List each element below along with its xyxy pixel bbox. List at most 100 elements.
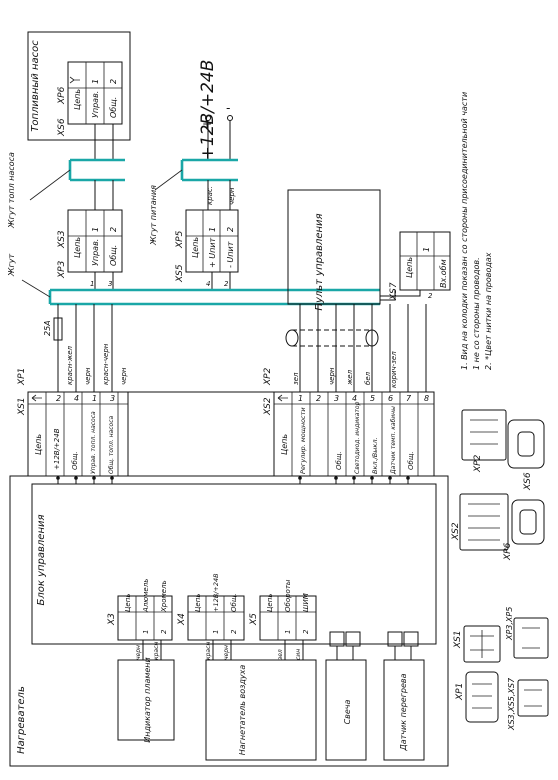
xp5-header: Цепь (191, 237, 200, 258)
xp3-name-2: Общ. (109, 245, 118, 266)
xp6-label: XP6 (57, 86, 67, 105)
xs1-name-4: Общ. топл. насоса (108, 416, 115, 474)
pump-pin-1: 1 (91, 79, 100, 84)
connector-views: XP2 XS6 XS2 XP6 XS1 XP3,XP5 XP1 XS3,XS5,… (451, 409, 549, 731)
notes: 1. Вид на колодки показан со стороны при… (460, 92, 493, 370)
glow-plug-label: Свеча (343, 699, 352, 724)
xp3-xp5-view-label: XP3,XP5 (505, 607, 514, 641)
xs5-label: XS5 (175, 264, 185, 283)
control-unit-box (31, 483, 437, 645)
xs1-wire-color-4: черн (120, 367, 128, 385)
xp1-view (465, 671, 499, 723)
minus-terminal (227, 115, 233, 121)
xs1-view-label: XS1 (453, 630, 463, 649)
xs1-wire-color-2: черн (84, 367, 92, 385)
x4-header: Цепь (194, 594, 202, 612)
x4-label: X4 (177, 613, 187, 626)
xs3-label: XS3 (57, 230, 67, 249)
xp5-color-1: крас. (206, 186, 214, 205)
xs2-view (459, 493, 509, 551)
xp3-xp5-view (513, 617, 549, 659)
x4-name-1: +12В/+24В (212, 573, 220, 612)
xp5-name-1: + Uпит (208, 237, 217, 268)
overheat-sensor-label: Датчик перегрева (399, 673, 408, 751)
xs6-view (507, 419, 545, 469)
fuel-pump-box (27, 31, 131, 141)
xp5-connector: Жгут питания XS5 XP5 Цепь 1 + Uпит 2 - U… (149, 158, 239, 290)
blower-label: Нагнетатель воздуха (238, 665, 247, 756)
xs2-pin-6: 6 (388, 394, 393, 403)
xs2-name-1: Регулир. мощности (299, 407, 307, 474)
xp2-view-label: XP2 (473, 454, 483, 473)
xs7-table (399, 231, 451, 291)
xs2-name-5: Вкл./Выкл. (371, 437, 379, 474)
pump-name-1: Управ. (91, 91, 100, 118)
xs2-pin-8: 8 (424, 394, 429, 403)
x5-table (259, 595, 317, 641)
supply-minus-label: - (226, 101, 230, 115)
xs1-wire-color-1: красн-жел (66, 345, 74, 385)
pump-harness-label: Жгут топл насоса (7, 152, 16, 229)
note-2: 2. *Цвет нитки на проводах (484, 252, 493, 370)
xp5-label: XP5 (175, 230, 185, 249)
x5-header: Цепь (266, 594, 274, 612)
x4-name-2: Общ. (230, 593, 238, 612)
heater-title: Нагреватель (16, 686, 27, 754)
xp5-wire-4: 4 (206, 280, 210, 288)
xs3-xs5-xs7-view-label: XS3,XS5,XS7 (507, 677, 516, 731)
xs1-name-1: +12В/+24В (53, 428, 61, 470)
pump-harness: Жгут топл насоса (7, 124, 125, 229)
xp5-pin-1: 1 (208, 227, 217, 232)
xs2-color-4: жел (346, 369, 354, 386)
xs2-header: Цепь (280, 434, 289, 455)
shield-left (285, 329, 299, 347)
x4-color-2: черн (223, 645, 230, 660)
shield-right (365, 329, 379, 347)
xp3-wire-1: 1 (90, 280, 94, 288)
heater-box (9, 475, 449, 767)
x5-color-1: зел (277, 649, 284, 660)
xs2-pin-1: 1 (298, 394, 303, 403)
x4-pin-1: 1 (212, 630, 220, 634)
xs2-color-5: бел (364, 371, 372, 385)
xs1-name-2: Общ. (71, 451, 79, 470)
xp1-view-label: XP1 (455, 683, 465, 701)
xs7-name-1: Вх.обм (439, 259, 448, 288)
x5-color-2: син (295, 649, 302, 660)
xs6-label: XS6 (57, 118, 67, 137)
xs1-header: Цепь (34, 434, 43, 455)
supply-voltage-label: +12В/+24В (198, 60, 218, 161)
fuse-25a (53, 317, 63, 341)
x3-pin-2: 2 (160, 629, 168, 634)
x4-table (187, 595, 245, 641)
xs2-color-1: зел (292, 372, 300, 385)
x3-pin-1: 1 (142, 630, 150, 634)
main-harness-label: Жгут (7, 254, 16, 278)
xs2-view-label: XS2 (451, 522, 461, 541)
x3-table (117, 595, 173, 641)
note-1: 1. Вид на колодки показан со стороны при… (460, 92, 469, 370)
xs1-pin-1: 2 (56, 394, 61, 403)
xs1-view (463, 625, 501, 663)
xp3-pin-2: 2 (109, 227, 118, 232)
x4-color-1: красн (205, 642, 212, 660)
xs2-name-4: Светодиод. индикатор (354, 401, 361, 474)
overheat-sensor-box (383, 659, 425, 761)
xp5-pin-2: 2 (226, 227, 235, 232)
xs7-header: Цепь (405, 257, 414, 278)
control-panel: Пульт управления (285, 189, 427, 392)
xp3-name-1: Управ. (91, 239, 100, 266)
xs6-view-label: XS6 (523, 472, 533, 491)
flame-indicator-box (117, 659, 175, 741)
note-1b: 1 не со стороны проводов. (472, 257, 481, 370)
xp3-header: Цепь (73, 237, 82, 258)
xs1-label: XS1 (17, 397, 27, 416)
power-supply: +12В/+24В + - (198, 60, 233, 161)
plus-terminal (205, 115, 211, 121)
x3-color-1: черн (135, 645, 142, 660)
xp2-view (461, 409, 507, 461)
xp3-label: XP3 (57, 260, 67, 279)
xs1-name-3: Управ. топл. насоса (90, 411, 97, 474)
xs2-color-3: черн (328, 367, 336, 385)
xp3-connector: XP3 XS3 Цепь 1 Управ. 2 Общ. 1 3 (57, 209, 123, 290)
